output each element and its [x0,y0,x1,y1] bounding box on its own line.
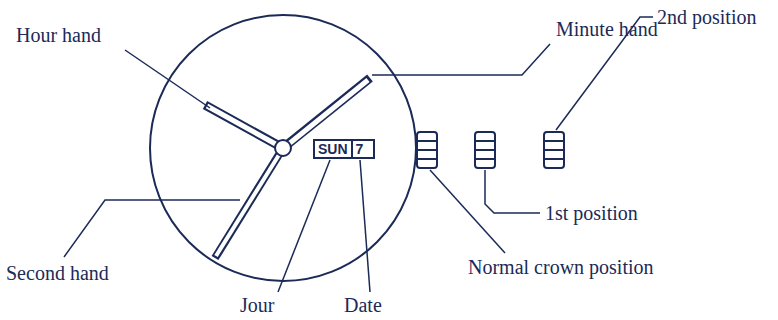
date-window: 7 [351,139,375,159]
leader-line [278,160,330,292]
part-label: Second hand [6,262,109,284]
leader-line [485,170,540,213]
hand-pivot [275,140,291,156]
part-label: Minute hand [556,18,658,40]
part-label: Hour hand [16,24,101,46]
minute-hand [283,78,370,148]
part-label: Normal crown position [468,256,654,278]
leader-line [360,160,370,292]
part-label: 1st position [545,202,638,224]
hour-hand-fill [207,106,281,147]
minute-hand-fill [285,80,368,147]
hour-hand [205,105,283,148]
part-label: Jour [240,294,274,316]
day-window: SUN [313,139,353,159]
leader-line [372,44,550,75]
crown-first [475,132,495,168]
leader-line [430,170,505,253]
leader-line [64,200,240,257]
window-text: SUN [318,141,348,157]
crown-normal [417,132,437,168]
leader-line [125,50,210,108]
second-hand [215,148,283,258]
part-label: 2nd position [657,6,756,28]
watch-case [150,15,416,281]
crown-second [544,132,564,168]
window-text: 7 [356,141,370,157]
part-label: Date [344,294,382,316]
second-hand-fill [216,150,282,256]
